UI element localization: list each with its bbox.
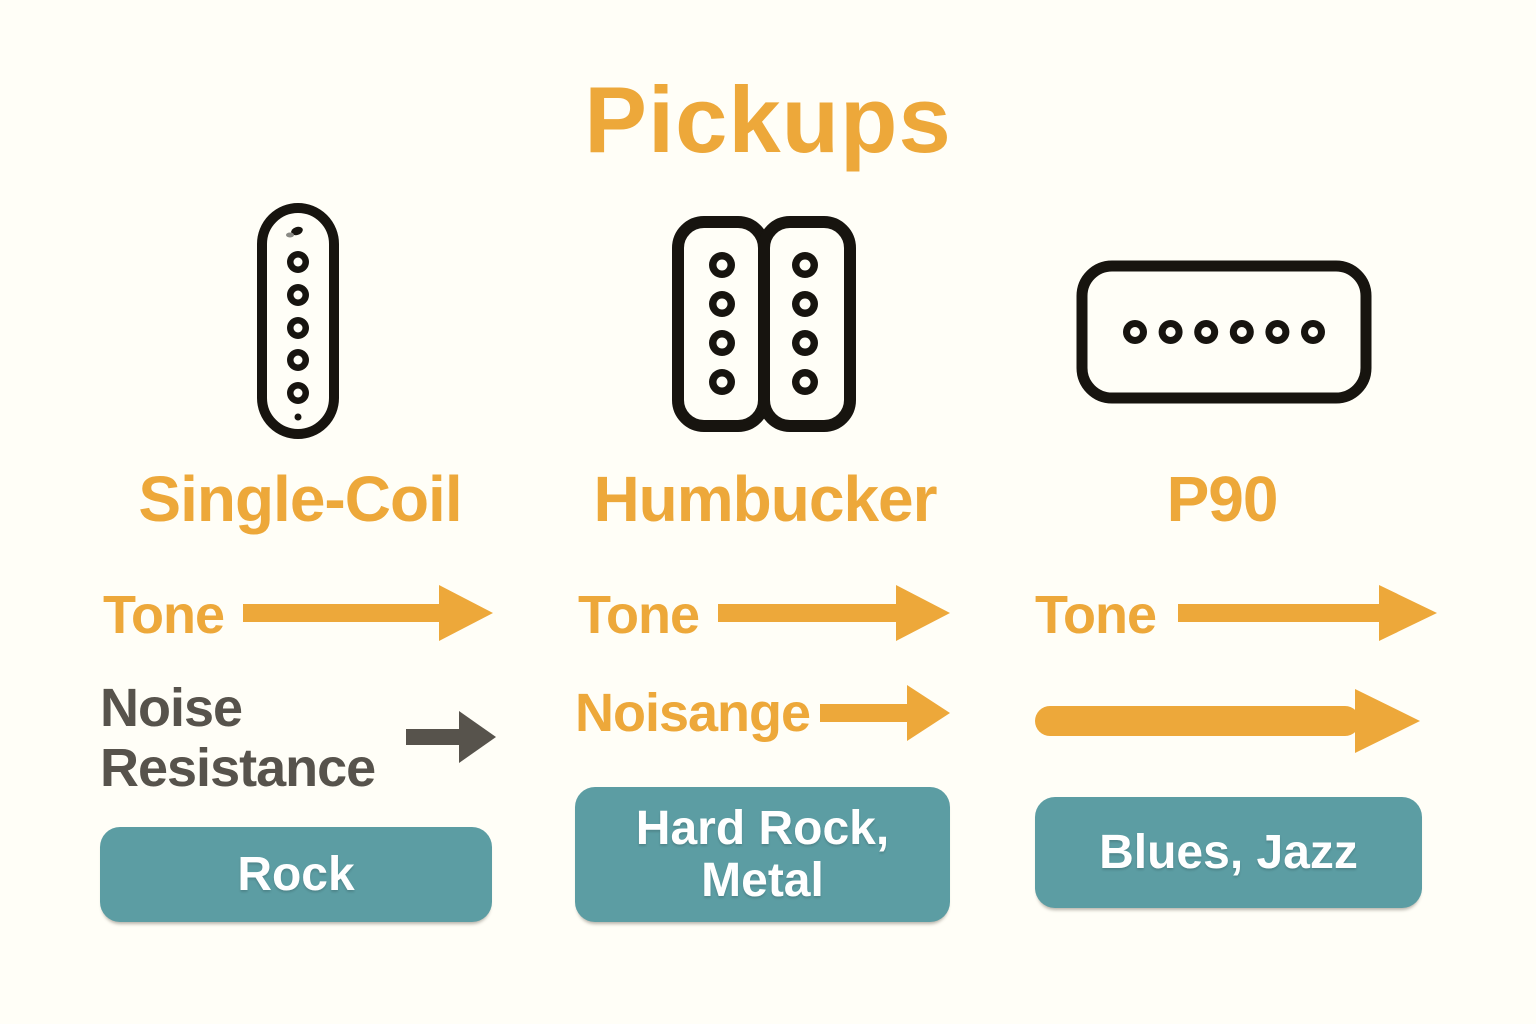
genre-badge-hard-rock-metal: Hard Rock, Metal — [575, 787, 950, 922]
tone-arrow — [243, 585, 493, 641]
p90-pickup-icon — [1076, 260, 1372, 404]
page-title: Pickups — [584, 67, 952, 172]
tone-arrow — [718, 585, 950, 641]
trait-label-tone: Tone — [1035, 585, 1157, 645]
tone-arrow-long — [1035, 689, 1420, 753]
genre-badge-rock: Rock — [100, 827, 492, 922]
trait-label-noise-resistance: Noise Resistance — [100, 678, 376, 798]
genre-badge-label: Blues, Jazz — [1099, 825, 1358, 879]
pickup-name-p90: P90 — [1166, 463, 1279, 535]
pickup-name-single-coil: Single-Coil — [138, 463, 462, 535]
noisange-arrow — [820, 685, 950, 741]
genre-badge-label: Hard Rock, Metal — [635, 801, 890, 907]
single-coil-pickup-icon — [257, 203, 339, 439]
genre-badge-blues-jazz: Blues, Jazz — [1035, 797, 1422, 908]
humbucker-pickup-icon — [672, 216, 856, 432]
trait-label-tone: Tone — [578, 585, 700, 645]
trait-label-noisange: Noisange — [575, 683, 811, 743]
pickup-name-humbucker: Humbucker — [593, 463, 937, 535]
trait-label-tone: Tone — [103, 585, 225, 645]
noise-resistance-arrow — [406, 711, 496, 763]
genre-badge-label: Rock — [237, 847, 355, 901]
tone-arrow — [1178, 585, 1437, 641]
